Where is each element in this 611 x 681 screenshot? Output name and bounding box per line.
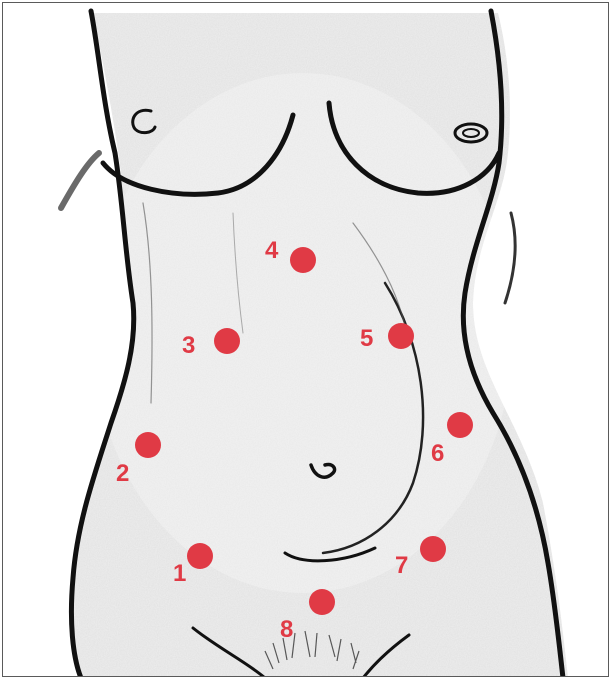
marker-label: 8 (280, 616, 293, 643)
marker-dot (135, 432, 161, 458)
marker-7: 7 (395, 536, 446, 579)
marker-dot (187, 543, 213, 569)
marker-label: 4 (265, 237, 279, 264)
marker-label: 5 (360, 325, 373, 352)
marker-8: 8 (280, 589, 335, 643)
marker-dot (290, 247, 316, 273)
marker-label: 7 (395, 552, 408, 579)
marker-dot (388, 323, 414, 349)
marker-dot (420, 536, 446, 562)
marker-6: 6 (431, 412, 473, 467)
marker-dot (309, 589, 335, 615)
marker-3: 3 (182, 328, 240, 359)
marker-label: 2 (116, 460, 129, 487)
marker-5: 5 (360, 323, 414, 352)
marker-4: 4 (265, 237, 316, 273)
marker-1: 1 (173, 543, 213, 587)
marker-dot (214, 328, 240, 354)
marker-label: 3 (182, 332, 195, 359)
marker-2: 2 (116, 432, 161, 487)
markers-layer: 1 2 3 4 5 6 7 8 (3, 3, 609, 677)
marker-label: 6 (431, 440, 444, 467)
marker-label: 1 (173, 560, 186, 587)
marker-dot (447, 412, 473, 438)
